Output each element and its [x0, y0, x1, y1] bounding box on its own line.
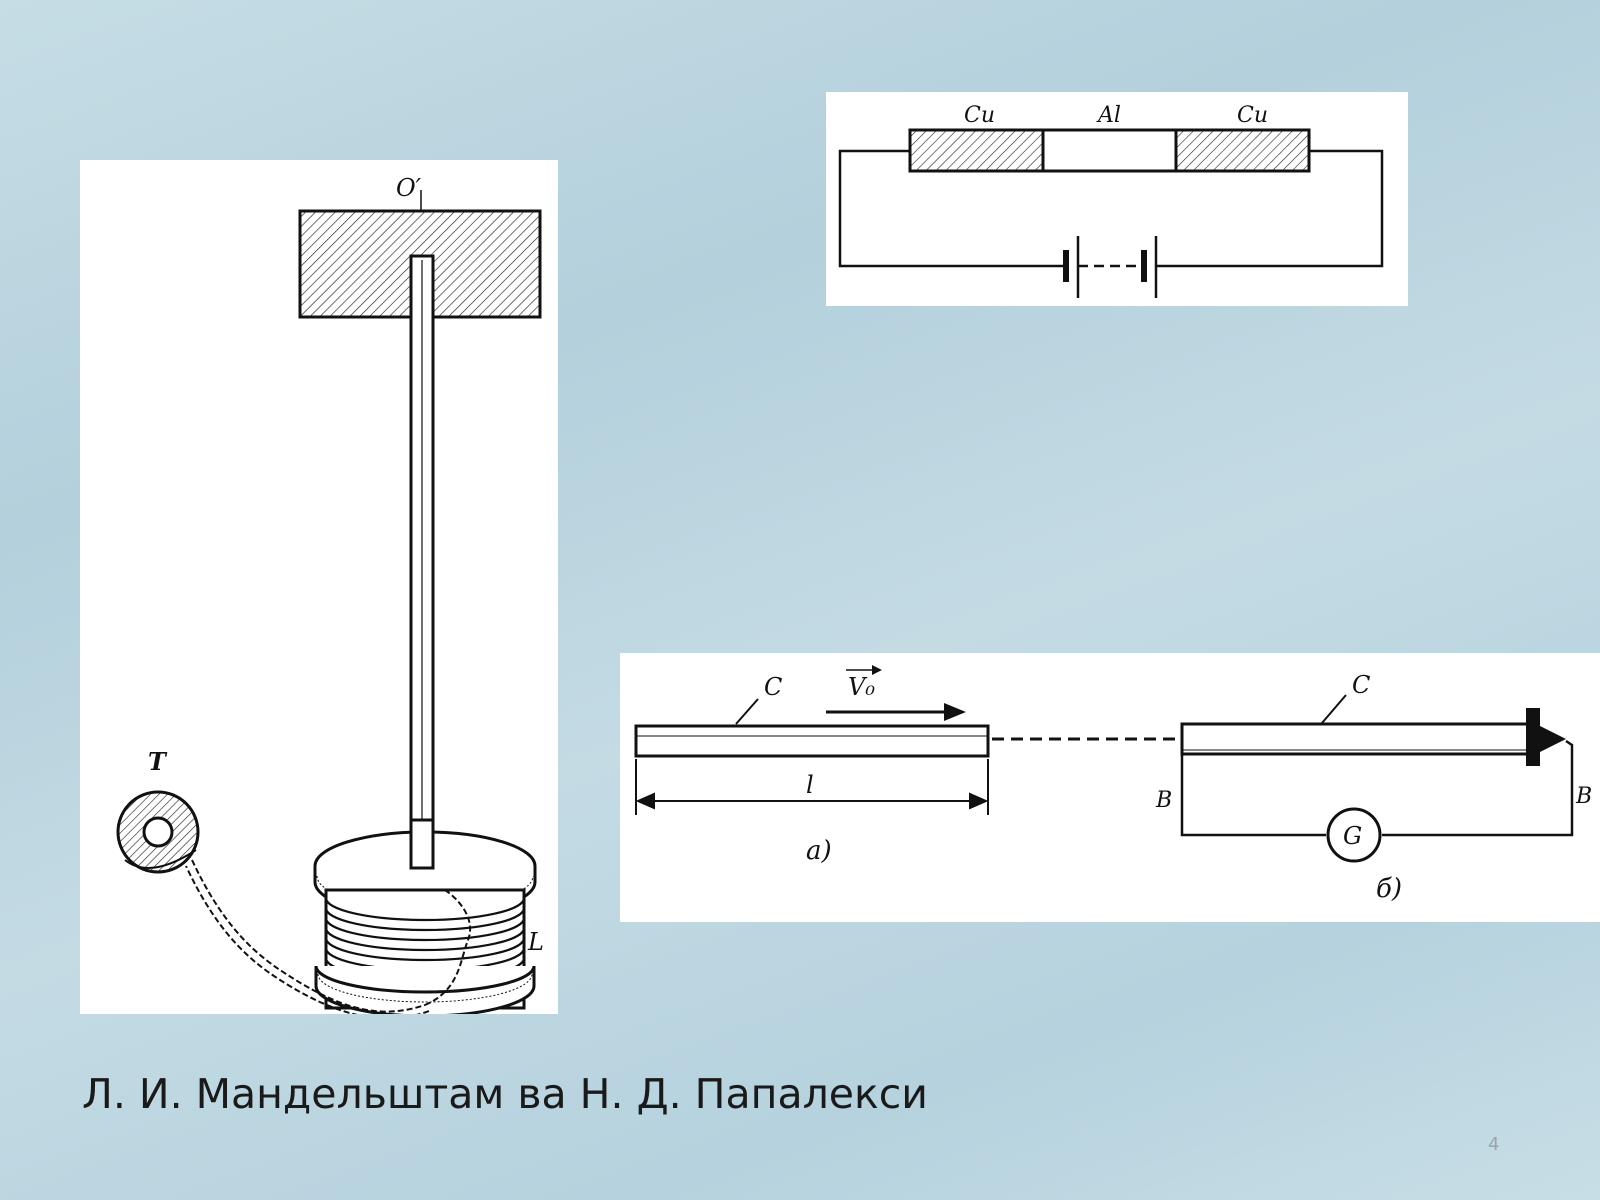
- rod-a-label: C: [764, 673, 782, 701]
- battery-icon: [1063, 236, 1158, 298]
- spool-bottom-disk: [314, 966, 536, 1014]
- phone-label: T: [148, 747, 168, 776]
- sub-a-label: а): [806, 836, 832, 866]
- galvanometer-icon: [1326, 807, 1382, 863]
- al-segment: [1041, 128, 1178, 173]
- slide-number: 4: [1488, 1134, 1500, 1155]
- velocity-arrow: [826, 665, 966, 721]
- rod-stopper: [1526, 708, 1540, 766]
- cu-left-label: Cu: [964, 103, 995, 128]
- rod-b: [1180, 722, 1530, 756]
- end-left-label: B: [1155, 788, 1172, 813]
- length-label: l: [806, 771, 814, 799]
- coil-label: L: [527, 928, 544, 956]
- cu-right-segment: [1174, 128, 1311, 173]
- coil-pendulum-figure: O′ L: [80, 160, 558, 1014]
- rod-galvanometer-drawing: C V₀ l а) C B B: [634, 665, 1592, 904]
- sub-b-label: б): [1376, 874, 1402, 904]
- slide-title: Л. И. Мандельштам ва Н. Д. Папалекси: [82, 1070, 928, 1118]
- cu-left-segment: [908, 128, 1045, 173]
- axis-top-label: O′: [396, 174, 422, 202]
- rod-galvanometer-figure: C V₀ l а) C B B: [620, 653, 1600, 922]
- al-label: Al: [1096, 103, 1121, 128]
- velocity-label: V₀: [848, 673, 875, 701]
- cu-right-label: Cu: [1237, 103, 1268, 128]
- cu-al-cu-circuit-figure: Cu Al Cu: [826, 92, 1408, 306]
- length-dimension: [635, 759, 989, 815]
- telephone-earpiece: [116, 790, 200, 874]
- galvanometer-wire: [1180, 739, 1574, 837]
- coil-pendulum-drawing: O′ L: [116, 174, 544, 1014]
- rod-b-label: C: [1352, 671, 1370, 699]
- twisted-cable: [185, 859, 472, 1014]
- galvanometer-label: G: [1343, 822, 1362, 850]
- end-right-label: B: [1575, 784, 1592, 809]
- cu-al-cu-circuit-drawing: Cu Al Cu: [838, 103, 1384, 298]
- circuit-wire: [838, 149, 1384, 268]
- rod-a: [634, 724, 990, 758]
